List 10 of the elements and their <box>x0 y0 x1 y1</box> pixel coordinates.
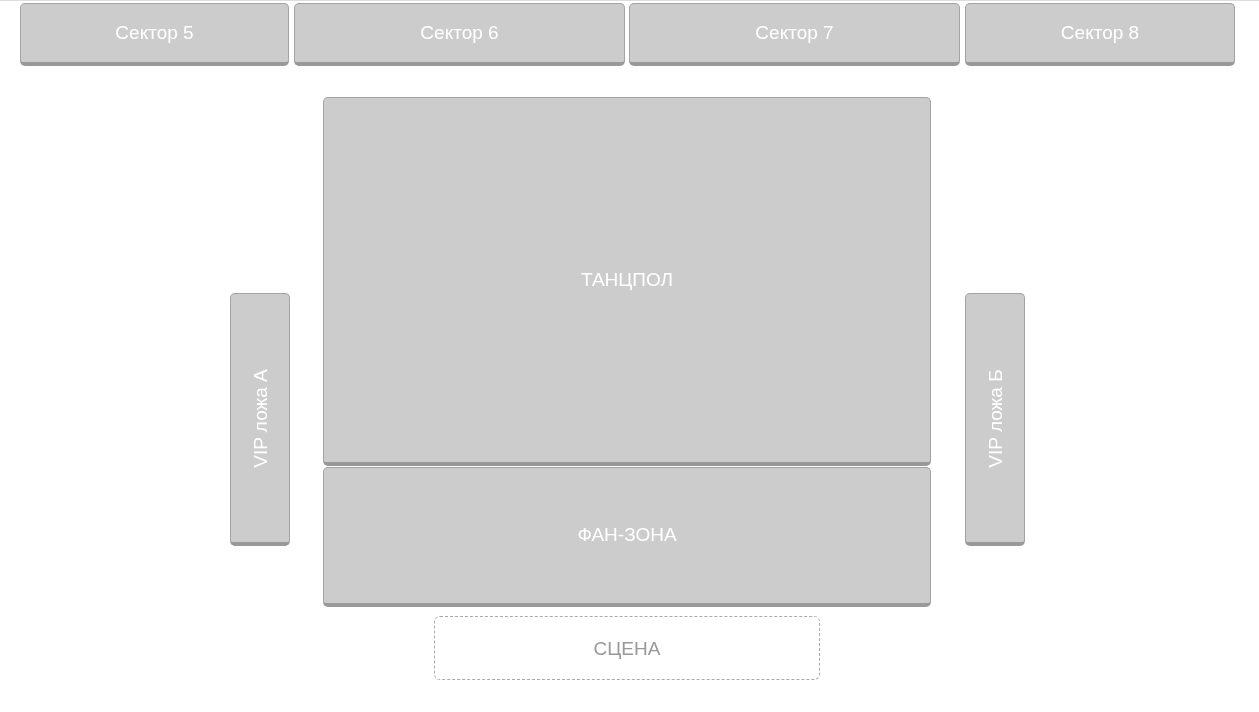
sector-block <box>20 3 289 66</box>
dance-floor-area <box>323 97 931 466</box>
sector-block <box>294 3 625 66</box>
vip-box-block <box>965 293 1025 546</box>
sector-block <box>629 3 960 66</box>
stage-area <box>434 616 820 680</box>
vip-box-block <box>230 293 290 546</box>
fan-zone-area <box>323 467 931 607</box>
sector-block <box>965 3 1235 66</box>
zone-label: СЦЕНА <box>593 638 661 658</box>
